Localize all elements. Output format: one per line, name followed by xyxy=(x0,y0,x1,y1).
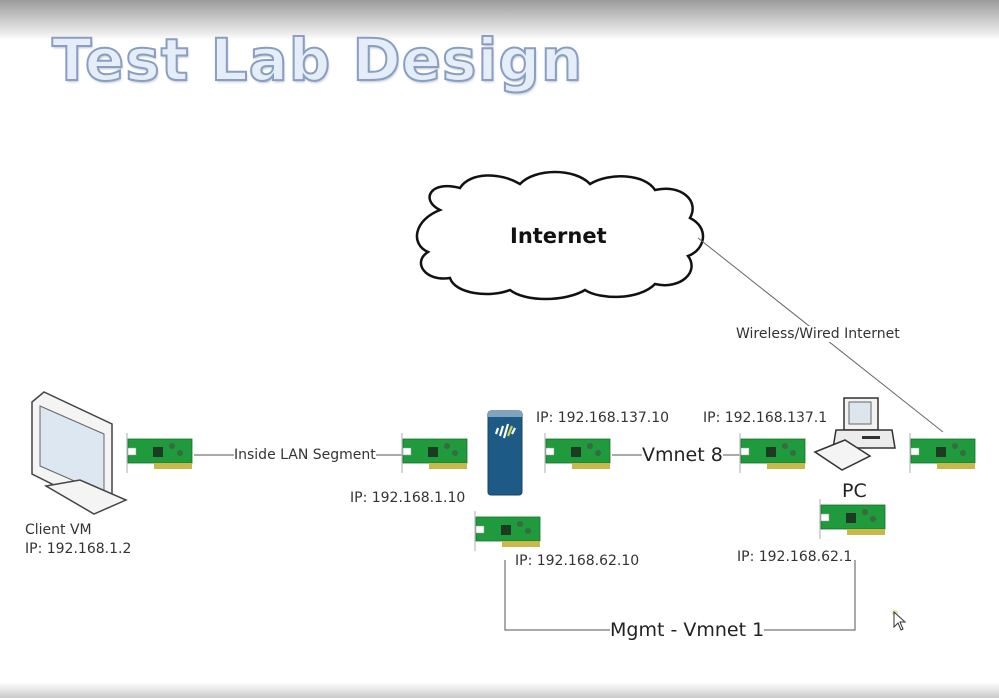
internet-cloud xyxy=(415,170,705,301)
mouse-cursor-icon xyxy=(892,610,907,631)
lan-segment-label: Inside LAN Segment xyxy=(234,447,376,463)
top-frame-gradient xyxy=(0,0,999,40)
vmnet8-label: Vmnet 8 xyxy=(642,444,723,466)
client-ip-label: IP: 192.168.1.2 xyxy=(25,541,132,557)
firewall-inside-nic-icon xyxy=(401,432,468,474)
internet-cloud-label: Internet xyxy=(510,224,607,248)
mgmt-vmnet1-label: Mgmt - Vmnet 1 xyxy=(610,619,765,641)
client-nic-icon xyxy=(126,432,193,474)
page-title: Test Lab Design xyxy=(51,25,584,95)
client-vm-monitor-icon xyxy=(31,391,128,515)
pc-vmnet8-ip: IP: 192.168.137.1 xyxy=(703,410,828,426)
firewall-outside-ip: IP: 192.168.137.10 xyxy=(536,410,670,426)
pc-internet-nic-icon xyxy=(909,432,976,474)
firewall-inside-ip: IP: 192.168.1.10 xyxy=(350,490,466,506)
pc-vmnet1-nic-icon xyxy=(819,498,886,540)
pc-computer-icon xyxy=(813,397,896,471)
firewall-appliance-icon xyxy=(487,410,523,496)
bottom-frame-gradient xyxy=(0,682,999,698)
pc-vmnet8-nic-icon xyxy=(739,432,806,474)
firewall-mgmt-nic-icon xyxy=(474,510,541,552)
firewall-mgmt-ip: IP: 192.168.62.10 xyxy=(515,553,640,569)
internet-link-label: Wireless/Wired Internet xyxy=(736,326,900,342)
firewall-outside-nic-icon xyxy=(544,432,611,474)
client-name-label: Client VM xyxy=(25,522,92,538)
pc-vmnet1-ip: IP: 192.168.62.1 xyxy=(737,549,853,565)
pc-name-label: PC xyxy=(842,480,867,502)
